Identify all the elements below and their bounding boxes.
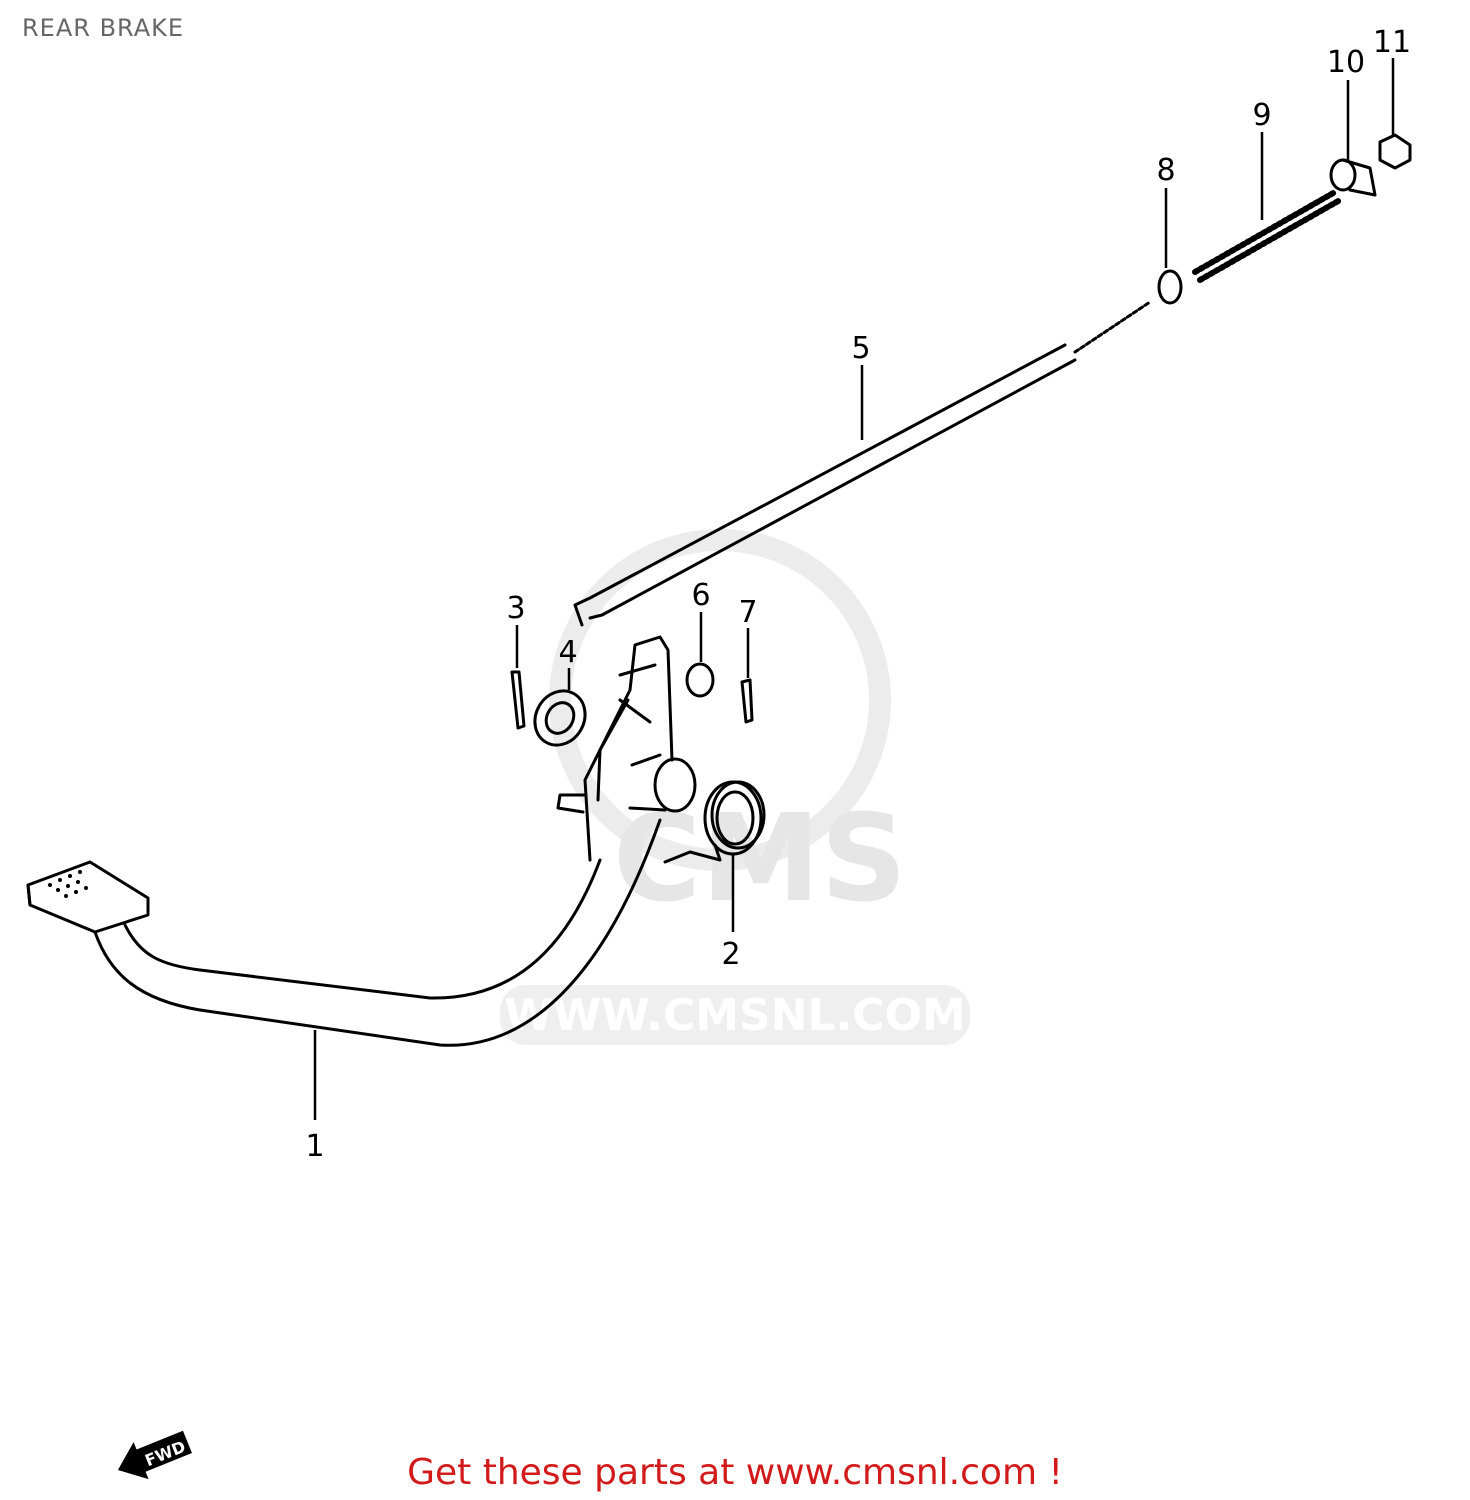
callout-6: 6 xyxy=(691,578,710,613)
return-spring xyxy=(663,780,766,864)
callout-5: 5 xyxy=(851,331,870,366)
callout-2: 2 xyxy=(721,937,740,972)
callout-7: 7 xyxy=(738,595,757,630)
callout-4: 4 xyxy=(558,635,577,670)
brake-pedal xyxy=(26,635,697,1047)
callout-9: 9 xyxy=(1252,98,1271,133)
washer xyxy=(533,689,587,747)
callout-8: 8 xyxy=(1156,153,1175,188)
rod-washer xyxy=(1157,269,1183,305)
cotter-pin xyxy=(510,670,526,730)
callout-10: 10 xyxy=(1327,45,1365,80)
callout-11: 11 xyxy=(1373,25,1411,60)
watermark-url: WWW.CMSNL.COM xyxy=(504,990,966,1041)
diagram-title: REAR BRAKE xyxy=(22,14,185,42)
callouts: 1 2 3 4 5 6 7 8 9 10 11 xyxy=(305,25,1411,1164)
nut xyxy=(685,662,715,698)
pin xyxy=(740,678,754,724)
callout-3: 3 xyxy=(506,591,525,626)
footer-link[interactable]: Get these parts at www.cmsnl.com ! xyxy=(407,1452,1063,1493)
rod-spring xyxy=(1192,189,1343,283)
callout-1: 1 xyxy=(305,1129,324,1164)
brake-rod xyxy=(573,300,1152,627)
adjusting-nut xyxy=(1378,133,1412,170)
rod-joint xyxy=(1329,158,1377,197)
